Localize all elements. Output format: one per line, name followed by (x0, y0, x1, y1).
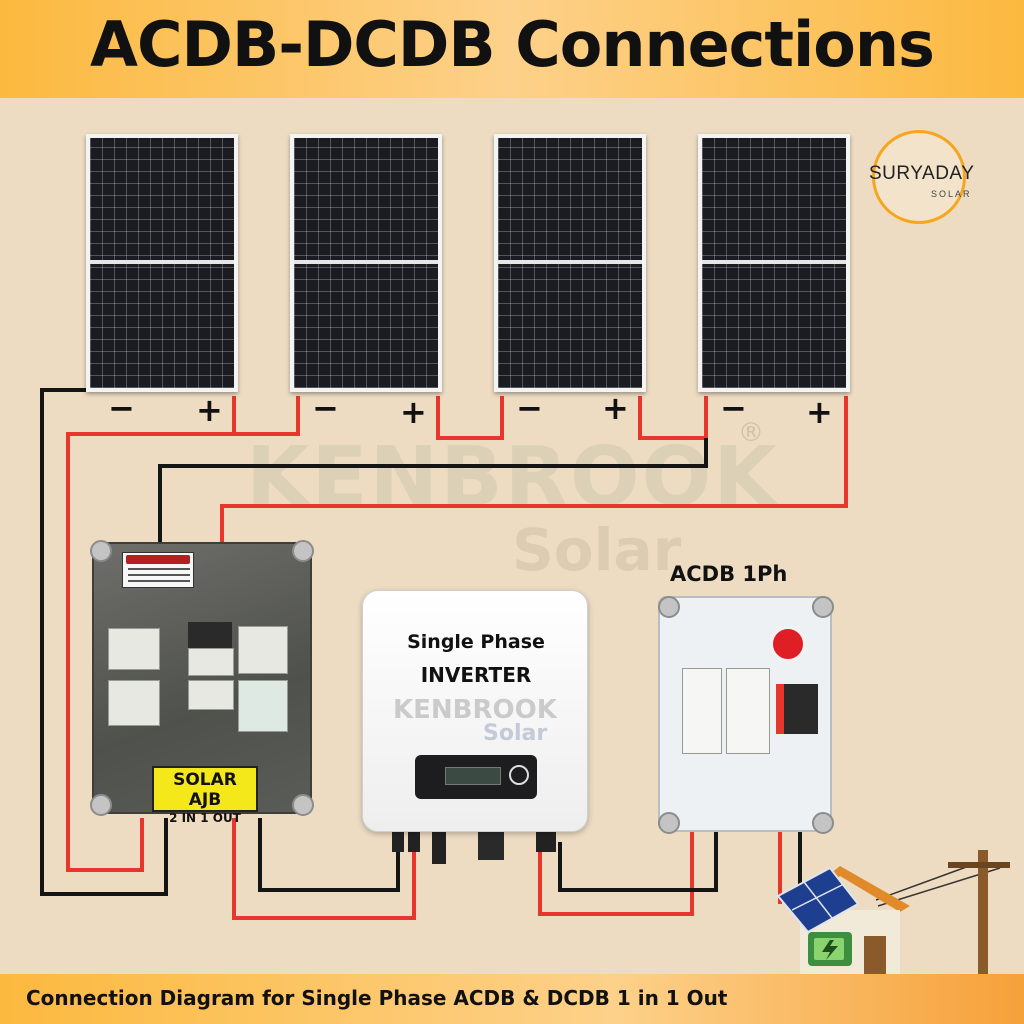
acdb-screw (812, 596, 834, 618)
watermark-registered-mark: ® (738, 418, 764, 448)
watermark-solar: Solar (512, 516, 682, 584)
dc-mcb (188, 680, 234, 710)
panel2-positive-label: + (400, 393, 427, 431)
caption-banner: Connection Diagram for Single Phase ACDB… (0, 974, 1024, 1024)
ajb-label-line1: SOLAR AJB (173, 770, 237, 810)
dc-fuse-holder (108, 628, 160, 670)
wire-inverter-acdb-red (538, 762, 694, 916)
dc-switch-top (188, 622, 232, 648)
wire-grid-line (875, 861, 981, 901)
panel3-positive-label: + (602, 389, 629, 427)
panel3-negative-label: − (516, 389, 543, 427)
acdb-screw (658, 812, 680, 834)
inverter-ac-gland (536, 830, 556, 852)
wire-series-2-3 (436, 396, 504, 440)
wire-ajb-inverter-positive (232, 818, 416, 920)
ac-spd (726, 668, 770, 754)
inverter-button-icon (509, 765, 529, 785)
wire-panel1-negative (40, 388, 168, 896)
indicator-lamp-icon (770, 626, 806, 662)
solar-ajb-box: SOLAR AJB 2 IN 1 OUT (90, 540, 314, 825)
ajb-screw (292, 794, 314, 816)
panel2-negative-label: − (312, 389, 339, 427)
danger-sticker (122, 552, 194, 588)
panel4-positive-label: + (806, 393, 833, 431)
inverter-dc-connector-1 (392, 830, 404, 852)
single-phase-inverter: Single Phase INVERTER KENBROOK Solar (362, 590, 588, 832)
wire-series-3-4 (638, 396, 708, 440)
logo-name: SURYADAY (869, 163, 975, 184)
solar-panel-4 (698, 134, 850, 392)
acdb-title: ACDB 1Ph (670, 562, 788, 586)
ajb-screw (292, 540, 314, 562)
caption-text: Connection Diagram for Single Phase ACDB… (26, 986, 728, 1010)
panel1-negative-label: − (108, 389, 135, 427)
wire-series-1-2 (234, 396, 300, 436)
house-icon (776, 866, 910, 974)
dc-fuse-holder (108, 680, 160, 726)
ajb-screw (90, 794, 112, 816)
wire-string2-negative (158, 438, 708, 546)
ac-mcb (682, 668, 722, 754)
dc-mcb (188, 648, 234, 676)
title-banner: ACDB-DCDB Connections (0, 0, 1024, 98)
ajb-label-line2: 2 IN 1 OUT (169, 811, 241, 825)
dc-spd (238, 626, 288, 674)
acdb-screw (658, 596, 680, 618)
inverter-title-line2: INVERTER (420, 663, 532, 687)
solar-panel-3 (494, 134, 646, 392)
page-title: ACDB-DCDB Connections (90, 8, 935, 81)
acdb-box (658, 596, 834, 834)
wire-panel1-positive (66, 396, 236, 872)
wire-string2-positive (220, 396, 848, 546)
inverter-title-line1: Single Phase (407, 631, 545, 653)
logo-tagline: SOLAR (931, 189, 972, 199)
solar-panel-1 (86, 134, 238, 392)
panel4-negative-label: − (720, 389, 747, 427)
panel1-positive-label: + (196, 391, 223, 429)
inverter-dc-connector-2 (408, 830, 420, 852)
inverter-brand: KENBROOK (393, 695, 557, 725)
watermark-brand: KENBROOK (246, 430, 779, 525)
dc-spd (238, 680, 288, 732)
inverter-display-panel (415, 755, 537, 799)
utility-pole-arm (948, 862, 1010, 868)
utility-pole (978, 850, 988, 980)
acdb-screw (812, 812, 834, 834)
red-terminal (776, 684, 784, 734)
wire-ajb-inverter-negative (258, 818, 400, 892)
ajb-screw (90, 540, 112, 562)
suryaday-logo: SURYADAY SOLAR (869, 130, 974, 224)
solar-panel-2 (290, 134, 442, 392)
ajb-label-sticker: SOLAR AJB 2 IN 1 OUT (152, 766, 258, 825)
inverter-dc-connector-3 (432, 830, 446, 864)
inverter-brand-solar: Solar (483, 721, 548, 746)
terminal-block (778, 684, 818, 734)
inverter-lcd (445, 767, 501, 785)
inverter-ac-connector (478, 830, 504, 860)
